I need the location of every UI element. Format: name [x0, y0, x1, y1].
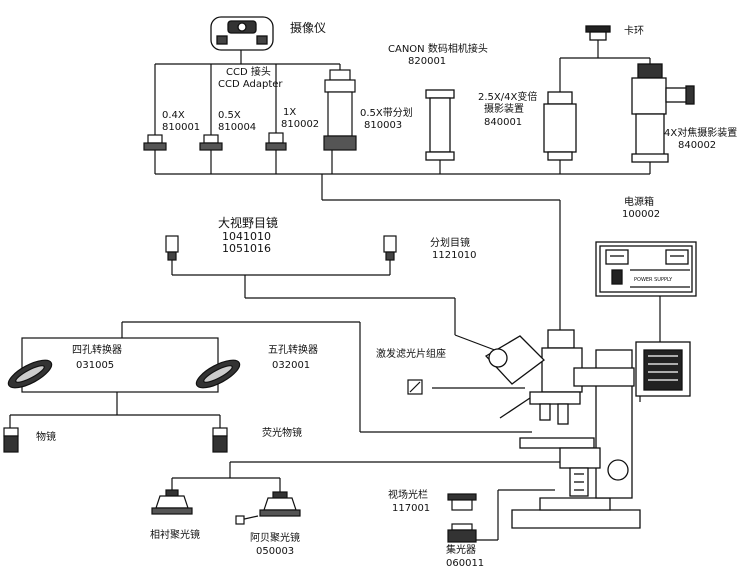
camera-icon — [210, 16, 274, 51]
power-supply-icon: POWER SUPPLY — [595, 241, 697, 297]
adapter-04x-icon — [143, 134, 167, 151]
power-supply-label: 电源箱 — [624, 197, 654, 208]
quad-nosepiece-code: 031005 — [76, 360, 115, 371]
filter-cube-holder-icon — [407, 379, 423, 395]
wide-eyepiece-code-2: 1051016 — [222, 242, 271, 255]
wide-field-eyepiece-icon — [165, 235, 179, 261]
collector-code: 060011 — [446, 558, 485, 569]
canon-adapter-icon — [425, 89, 455, 161]
power-connectors — [639, 296, 661, 402]
fluorescence-objective-icon — [212, 427, 228, 453]
abbe-condenser-icon — [235, 491, 301, 525]
adapter-05x-label: 0.5X — [218, 110, 241, 121]
canon-adapter-code: 820001 — [408, 56, 447, 67]
objective-label: 物镜 — [36, 432, 56, 443]
ccd-adapter-en-label: CCD Adapter — [218, 79, 283, 90]
microscope-body-icon — [484, 329, 641, 529]
fluorescence-objective-label: 荧光物镜 — [262, 428, 302, 439]
adapter-05x-reticle-code: 810003 — [364, 120, 403, 131]
adapter-1x-icon — [265, 132, 287, 151]
phase-condenser-icon — [151, 489, 193, 515]
eyepiece-connectors — [171, 260, 501, 353]
adapter-05x-icon — [199, 134, 223, 151]
quint-nosepiece-label: 五孔转换器 — [268, 345, 318, 356]
wide-eyepiece-code-1: 1041010 — [222, 230, 271, 243]
abbe-condenser-code: 050003 — [256, 546, 295, 557]
condenser-connectors — [171, 461, 560, 541]
collector-icon — [447, 523, 477, 543]
filter-holder-label: 激发滤光片组座 — [376, 349, 446, 360]
adapter-04x-label: 0.4X — [162, 110, 185, 121]
field-stop-icon — [447, 493, 477, 511]
power-panel-text: POWER SUPPLY — [634, 277, 673, 283]
abbe-condenser-label: 阿贝聚光镜 — [250, 533, 300, 544]
zoom-photo-unit-icon — [543, 91, 577, 161]
card-ring-icon — [585, 25, 611, 41]
adapter-05x-code: 810004 — [218, 122, 257, 133]
objective-icon — [3, 427, 19, 453]
reticle-eyepiece-code: 1121010 — [432, 250, 477, 261]
zoom-unit-label-2: 摄影装置 — [484, 104, 524, 115]
adapter-1x-label: 1X — [283, 107, 297, 118]
lamp-housing-icon — [635, 341, 691, 397]
camera-adapter-connectors — [154, 40, 651, 330]
quint-nosepiece-icon — [195, 359, 241, 389]
camera-label: 摄像仪 — [290, 21, 327, 35]
adapter-05x-reticle-icon — [323, 69, 357, 151]
reticle-eyepiece-label: 分划目镜 — [430, 238, 470, 249]
zoom-unit-code: 840001 — [484, 117, 523, 128]
reticle-eyepiece-icon — [383, 235, 397, 261]
field-stop-code: 117001 — [392, 503, 431, 514]
zoom-unit-label-1: 2.5X/4X变倍 — [478, 92, 538, 103]
field-stop-label: 视场光栏 — [388, 490, 428, 501]
focus-unit-label: 4X对焦摄影装置 — [664, 128, 738, 139]
quint-nosepiece-code: 032001 — [272, 360, 311, 371]
adapter-05x-reticle-label: 0.5X带分划 — [360, 108, 413, 119]
phase-condenser-label: 相衬聚光镜 — [150, 530, 200, 541]
ccd-adapter-label: CCD 接头 — [226, 67, 271, 78]
quad-nosepiece-icon — [7, 359, 53, 389]
nosepiece-connectors — [9, 321, 532, 433]
focus-photo-unit-icon — [631, 63, 695, 163]
adapter-1x-code: 810002 — [281, 119, 320, 130]
card-ring-label: 卡环 — [624, 26, 644, 37]
wide-eyepiece-label: 大视野目镜 — [218, 216, 279, 230]
power-supply-code: 100002 — [622, 209, 661, 220]
quad-nosepiece-label: 四孔转换器 — [72, 345, 122, 356]
canon-adapter-label: CANON 数码相机接头 — [388, 44, 488, 55]
focus-unit-code: 840002 — [678, 140, 717, 151]
adapter-04x-code: 810001 — [162, 122, 201, 133]
collector-label: 集光器 — [446, 545, 476, 556]
